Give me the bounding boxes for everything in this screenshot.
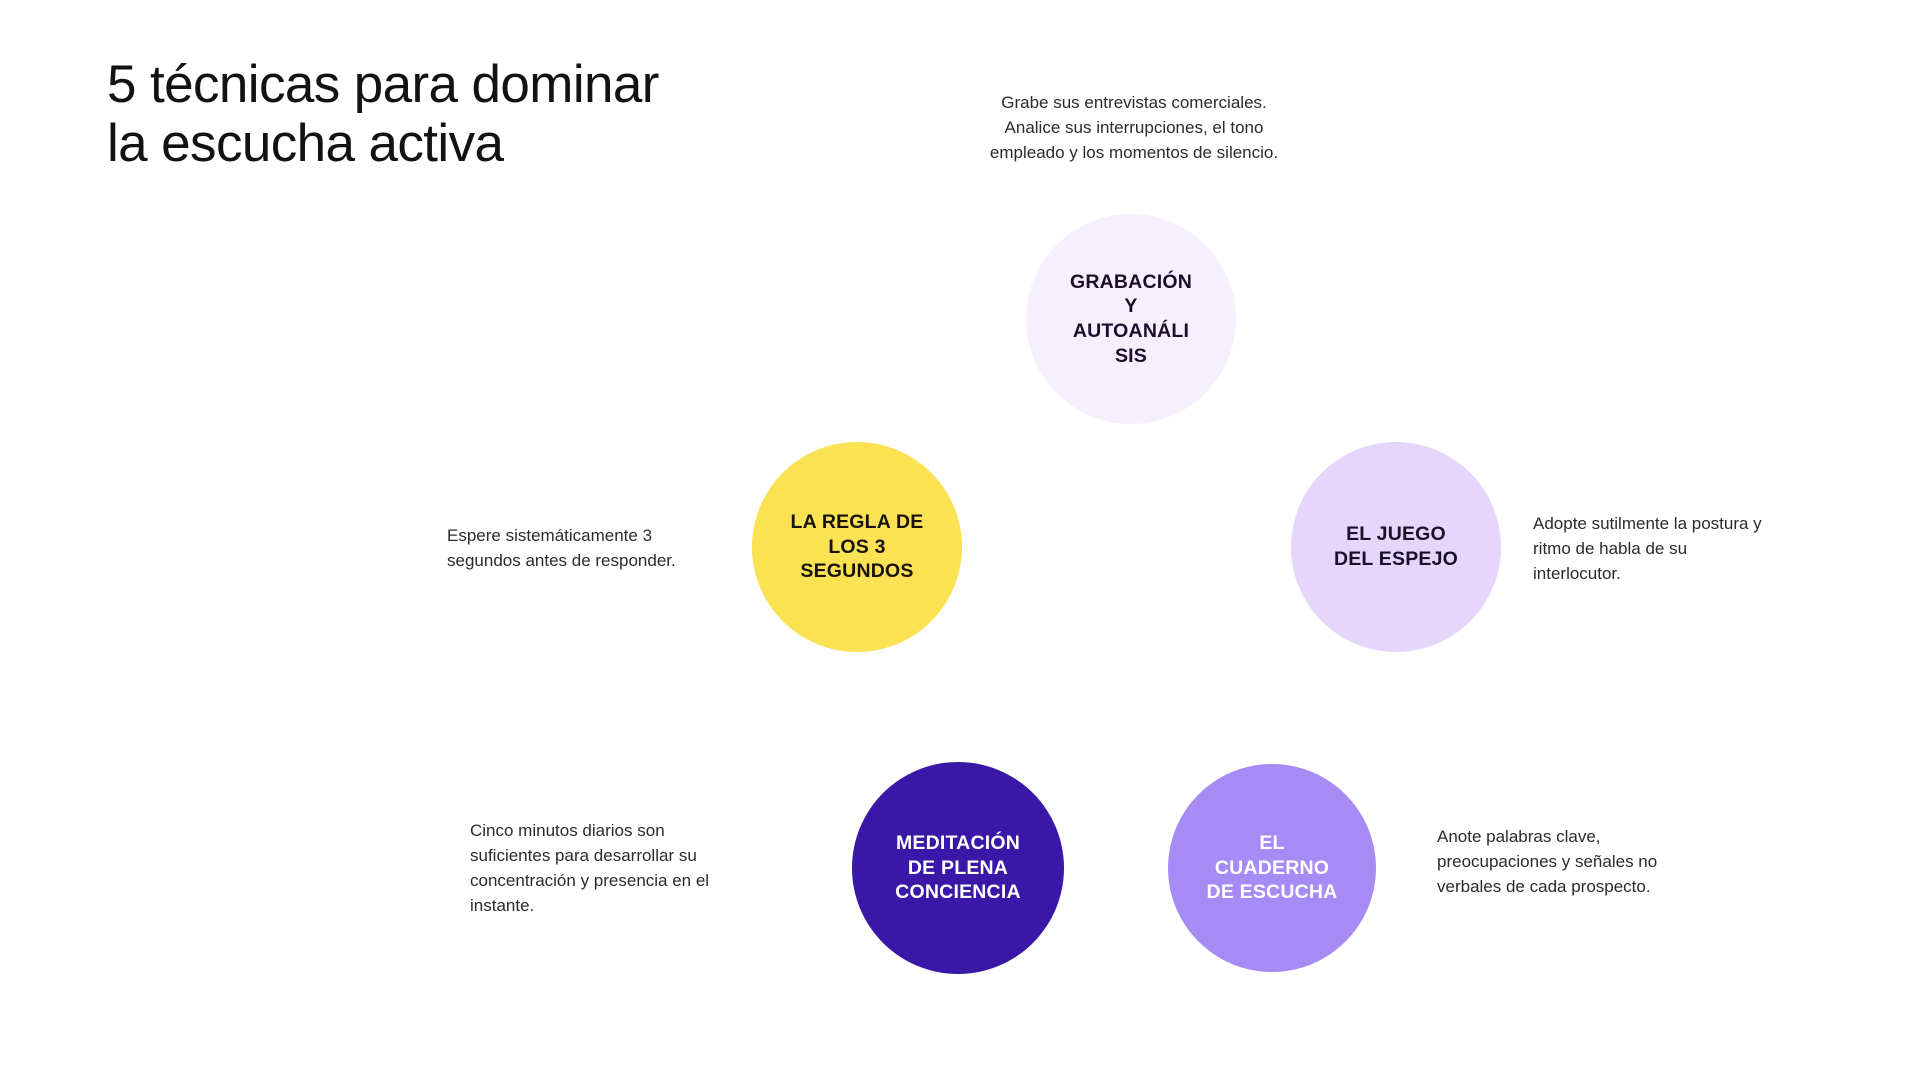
node-label-grabacion-y-autoanalisis: GRABACIÓN Y AUTOANÁLI SIS: [1069, 270, 1193, 367]
node-circle-el-cuaderno-de-escucha[interactable]: EL CUADERNO DE ESCUCHA: [1168, 764, 1376, 972]
node-circle-meditacion-de-plena-conciencia[interactable]: MEDITACIÓN DE PLENA CONCIENCIA: [852, 762, 1064, 974]
caption-la-regla-de-los-3-segundos: Espere sistemáticamente 3 segundos antes…: [447, 526, 676, 571]
page-title: 5 técnicas para dominar la escucha activ…: [107, 55, 659, 174]
caption-meditacion-de-plena-conciencia: Cinco minutos diarios son suficientes pa…: [470, 821, 710, 916]
caption-grabacion-y-autoanalisis: Grabe sus entrevistas comerciales. Anali…: [989, 93, 1279, 163]
node-label-el-juego-del-espejo: EL JUEGO DEL ESPEJO: [1333, 523, 1459, 570]
node-label-la-regla-de-los-3-segundos: LA REGLA DE LOS 3 SEGUNDOS: [790, 511, 924, 583]
node-label-el-cuaderno-de-escucha: EL CUADERNO DE ESCUCHA: [1206, 832, 1338, 904]
node-circle-la-regla-de-los-3-segundos[interactable]: LA REGLA DE LOS 3 SEGUNDOS: [752, 442, 962, 652]
node-circle-el-juego-del-espejo[interactable]: EL JUEGO DEL ESPEJO: [1291, 442, 1501, 652]
caption-el-juego-del-espejo: Adopte sutilmente la postura y ritmo de …: [1533, 514, 1762, 584]
caption-el-cuaderno-de-escucha: Anote palabras clave, preocupaciones y s…: [1437, 827, 1658, 897]
node-circle-grabacion-y-autoanalisis[interactable]: GRABACIÓN Y AUTOANÁLI SIS: [1026, 214, 1236, 424]
node-label-meditacion-de-plena-conciencia: MEDITACIÓN DE PLENA CONCIENCIA: [895, 832, 1021, 904]
